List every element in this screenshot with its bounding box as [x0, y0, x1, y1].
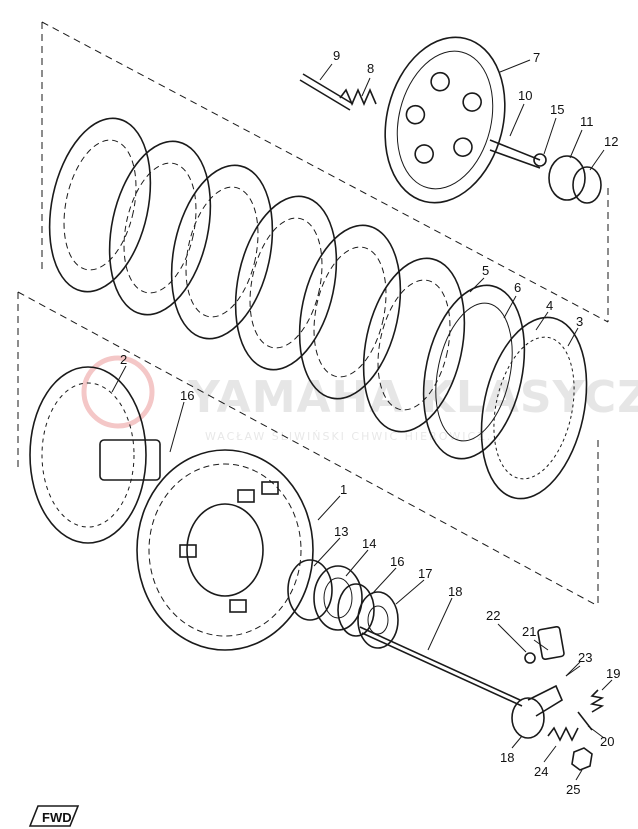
part-label-26: 25	[566, 782, 580, 797]
watermark-subtext: WACŁAW ŚLIWIŃSKI CHWIĆ HIEROWICZ...	[205, 430, 503, 443]
bracket-screw	[524, 652, 536, 664]
part-label-21: 20	[600, 734, 614, 749]
clutch-plate-stack	[48, 117, 588, 500]
part-label-22: 21	[522, 624, 536, 639]
pressure-plate-assembly	[299, 36, 602, 204]
part-label-3: 3	[576, 314, 583, 329]
fwd-marker: FWD	[28, 805, 80, 827]
part-label-13: 13	[334, 524, 348, 539]
return-spring	[589, 689, 605, 713]
part-number-labels: 9 8 7 10 15 11 12 5 6 4 3 2 16 1 13 14 1…	[120, 48, 620, 797]
part-label-9: 9	[333, 48, 340, 63]
part-label-6: 6	[514, 280, 521, 295]
part-label-5: 5	[482, 263, 489, 278]
friction-plate	[48, 117, 152, 293]
leader-lines	[111, 59, 613, 781]
part-label-18: 18	[448, 584, 462, 599]
washer	[572, 166, 602, 204]
part-label-20: 19	[606, 666, 620, 681]
part-label-24: 23	[578, 650, 592, 665]
friction-plate	[108, 140, 212, 316]
friction-plate	[298, 224, 402, 400]
part-label-4: 4	[546, 298, 553, 313]
assembly-box-upper	[17, 21, 609, 607]
release-mechanism	[511, 625, 605, 771]
part-label-12: 12	[604, 134, 618, 149]
part-label-15: 15	[550, 102, 564, 117]
part-label-16-upper: 16	[180, 388, 194, 403]
watermark: YAMAHA KLASYCZNE PL WACŁAW ŚLIWIŃSKI CHW…	[81, 355, 638, 443]
release-cam	[511, 697, 545, 739]
fwd-label: FWD	[42, 810, 72, 825]
push-rod	[359, 626, 523, 707]
clutch-housing-assembly	[29, 366, 314, 651]
part-label-14: 14	[362, 536, 376, 551]
part-label-17: 17	[418, 566, 432, 581]
lever-bracket	[537, 625, 565, 661]
bearing	[548, 155, 586, 201]
steel-ball	[533, 153, 547, 167]
part-label-1: 1	[340, 482, 347, 497]
part-label-19: 18	[500, 750, 514, 765]
watermark-logo	[81, 355, 155, 429]
part-label-8: 8	[367, 61, 374, 76]
friction-plate	[170, 164, 274, 340]
clutch-plate	[422, 284, 526, 460]
part-label-16-lower: 16	[390, 554, 404, 569]
watermark-text: YAMAHA KLASYCZNE PL	[187, 372, 638, 423]
adjust-screw	[547, 726, 579, 742]
part-label-7: 7	[533, 50, 540, 65]
part-label-23: 22	[486, 608, 500, 623]
release-lever	[527, 684, 564, 717]
boss-and-bearing-stack	[287, 559, 399, 649]
friction-plate	[362, 257, 466, 433]
part-label-25: 24	[534, 764, 548, 779]
clutch-spring	[339, 87, 377, 107]
part-label-11: 11	[580, 114, 594, 129]
lock-nut	[571, 747, 593, 771]
part-label-10: 10	[518, 88, 532, 103]
friction-plate	[234, 195, 338, 371]
part-label-2: 2	[120, 352, 127, 367]
